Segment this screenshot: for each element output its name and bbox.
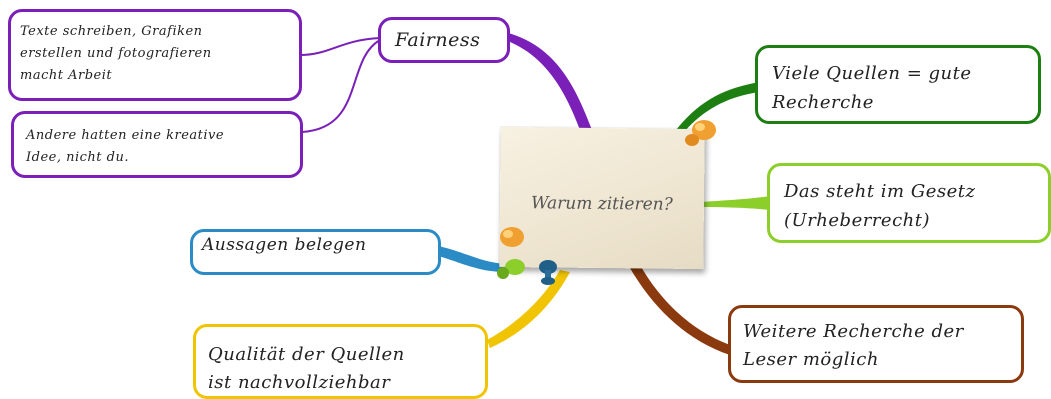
node-weitere-line: Leser möglich [743, 349, 879, 370]
center-title: Warum zitieren? [530, 193, 673, 215]
node-gesetz-line: Das steht im Gesetz [784, 181, 976, 202]
node-fairness-sub2[interactable]: Andere hatten eine kreative Idee, nicht … [11, 111, 303, 178]
branch-fairness-sub1 [299, 37, 381, 56]
node-aussagen[interactable]: Aussagen belegen [190, 229, 441, 275]
node-fairness[interactable]: Fairness [378, 17, 510, 63]
branch-fairness-sub2 [301, 39, 381, 133]
node-fairness-sub1-line: macht Arbeit [20, 68, 113, 83]
node-quellen-line: Recherche [772, 92, 874, 113]
node-quellen[interactable]: Viele Quellen = gute Recherche [755, 45, 1041, 124]
node-fairness-label: Fairness [395, 29, 481, 51]
node-qualitaet-line: Qualität der Quellen [208, 344, 405, 365]
node-gesetz-line: (Urheberrecht) [784, 210, 931, 231]
branch-quellen [676, 82, 760, 132]
node-aussagen-label: Aussagen belegen [202, 235, 367, 255]
node-gesetz[interactable]: Das steht im Gesetz (Urheberrecht) [767, 163, 1051, 243]
branch-qualitaet [487, 270, 570, 348]
branch-fairness [505, 32, 592, 130]
node-qualitaet[interactable]: Qualität der Quellen ist nachvollziehbar [193, 324, 488, 399]
node-fairness-sub1[interactable]: Texte schreiben, Grafiken erstellen und … [8, 9, 302, 101]
branch-aussagen [438, 246, 505, 272]
branch-weitere [630, 265, 730, 355]
node-weitere[interactable]: Weitere Recherche der Leser möglich [728, 305, 1024, 383]
node-fairness-sub2-line: Idee, nicht du. [26, 150, 129, 165]
node-qualitaet-line: ist nachvollziehbar [208, 372, 391, 393]
center-note: Warum zitieren? [499, 126, 705, 270]
node-fairness-sub2-line: Andere hatten eine kreative [26, 128, 225, 143]
node-fairness-sub1-line: Texte schreiben, Grafiken [20, 24, 203, 39]
node-weitere-line: Weitere Recherche der [743, 321, 964, 342]
branch-gesetz [700, 196, 770, 210]
node-quellen-line: Viele Quellen = gute [772, 63, 972, 84]
node-fairness-sub1-line: erstellen und fotografieren [20, 46, 212, 61]
